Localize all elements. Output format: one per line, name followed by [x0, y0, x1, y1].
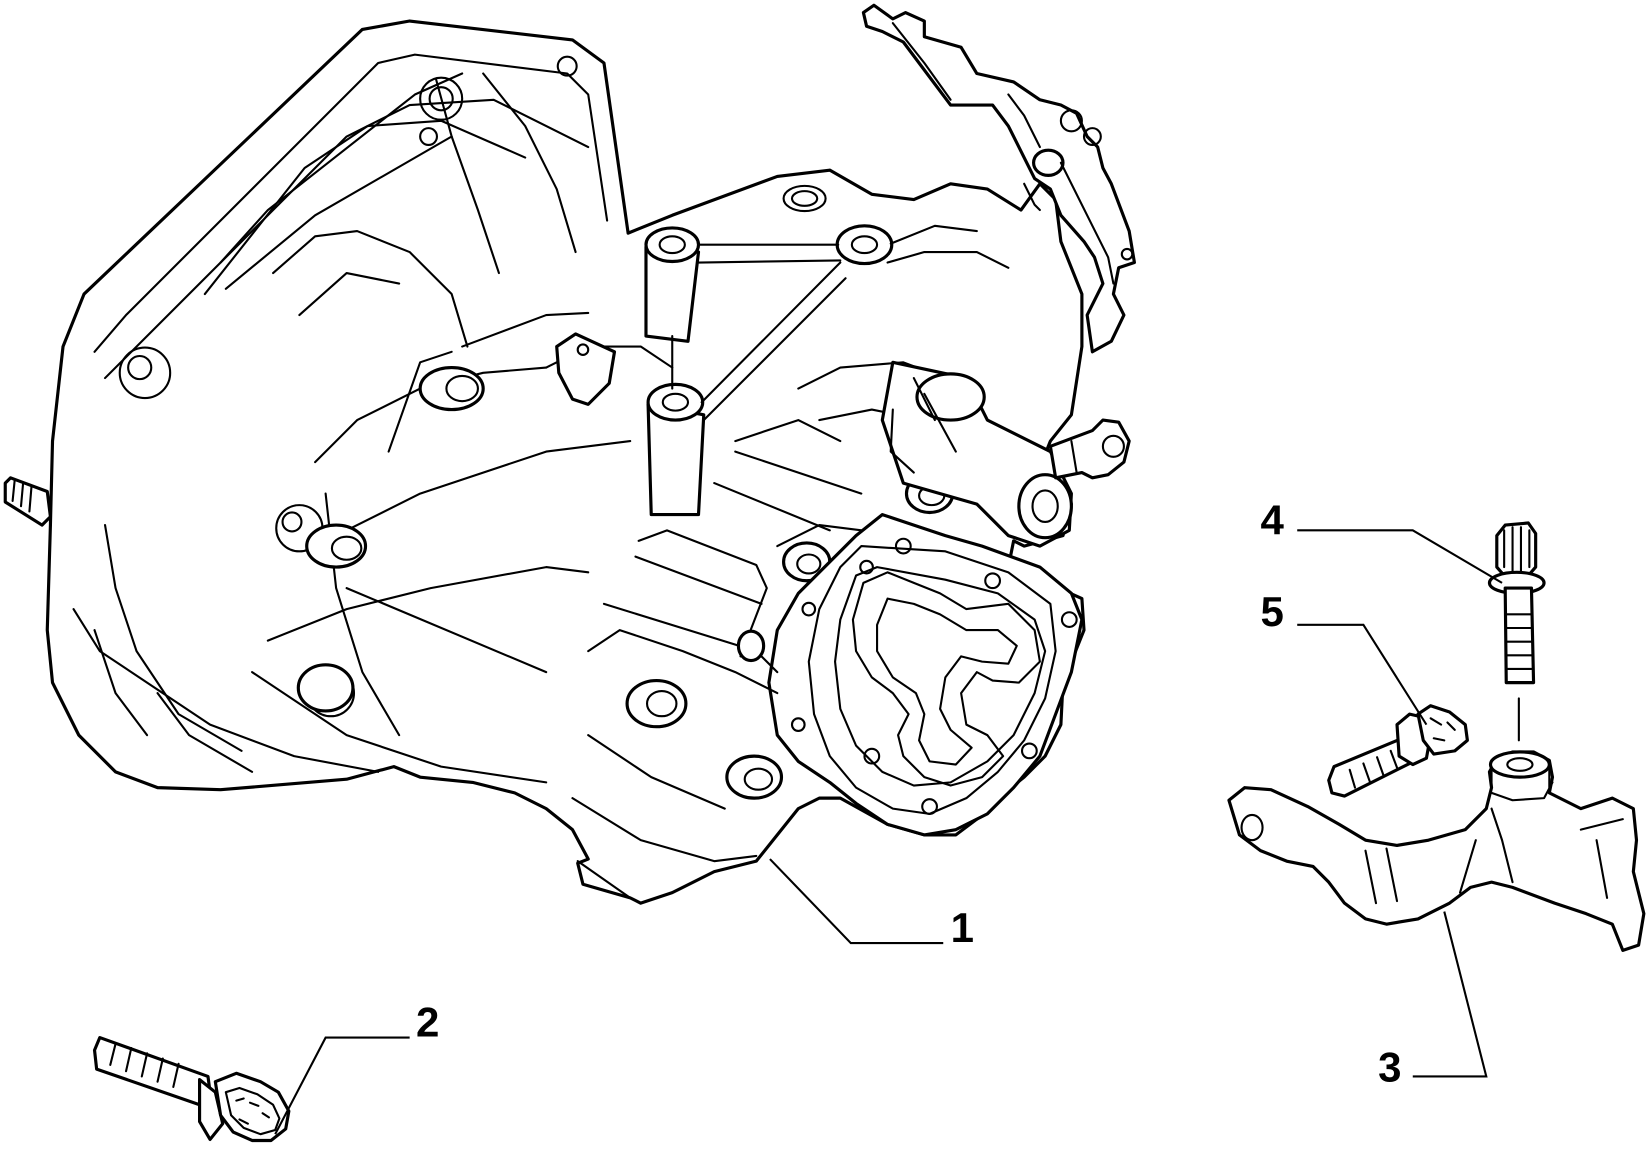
bracket-bolt-vertical [1487, 521, 1546, 742]
selector-actuator [880, 360, 1073, 548]
gearbox-assembly [3, 3, 1136, 905]
bracket-bolt-angled [1327, 704, 1469, 798]
sensor-block [555, 332, 617, 406]
leader-4 [1297, 529, 1503, 584]
breather-connector [1048, 418, 1131, 480]
callout-4: 4 [1260, 497, 1284, 544]
callout-2: 2 [416, 999, 439, 1046]
leader-1 [769, 858, 944, 945]
callout-1: 1 [951, 904, 974, 951]
case-boss-top-2 [646, 382, 706, 517]
leader-5 [1297, 623, 1428, 726]
rear-end-cover [767, 513, 1084, 837]
input-shaft-stub [3, 476, 52, 527]
callout-5: 5 [1260, 588, 1283, 635]
gearbox-support-bracket [1227, 750, 1646, 952]
callout-3: 3 [1378, 1044, 1401, 1091]
leader-lines [274, 529, 1503, 1135]
leader-2 [274, 1036, 410, 1135]
case-boss-top-1 [644, 226, 701, 343]
gearbox-mounting-bolt [92, 1036, 291, 1143]
shift-cable-bracket [861, 3, 1136, 354]
leader-3 [1412, 911, 1488, 1078]
